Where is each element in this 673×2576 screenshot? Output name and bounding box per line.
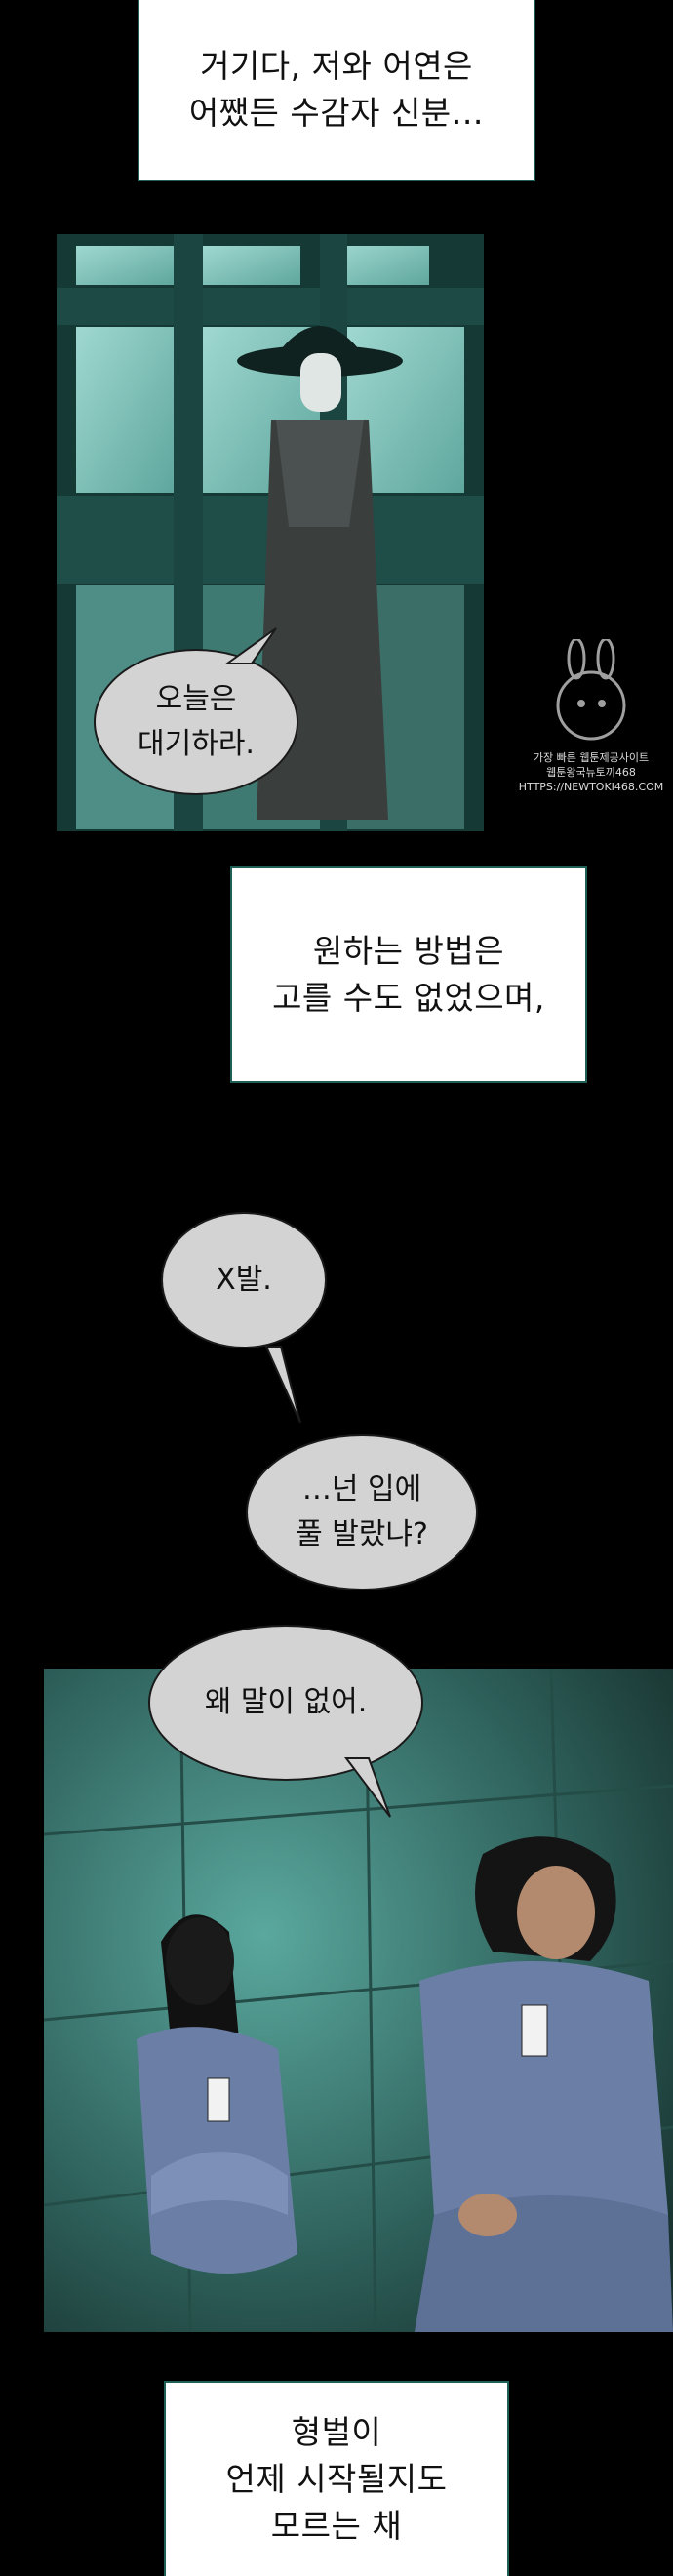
caption-line: 형벌이 xyxy=(291,2413,382,2451)
speech-bubble-why: 왜 말이 없어. xyxy=(148,1625,423,1781)
bubble-connector xyxy=(264,1346,301,1424)
bubble-line: 왜 말이 없어. xyxy=(204,1685,368,1719)
caption-box-bottom: 형벌이 언제 시작될지도 모르는 채 xyxy=(164,2381,509,2576)
caption-line: 언제 시작될지도 xyxy=(225,2460,448,2498)
panel-prison-cell xyxy=(44,1669,673,2332)
caption-line: 어쨌든 수감자 신분… xyxy=(188,94,485,132)
bubble-tail xyxy=(344,1757,391,1818)
watermark-line: 웹툰왕국뉴토끼468 xyxy=(546,766,636,779)
prisoners-illustration xyxy=(44,1669,673,2332)
speech-bubble-glue: …넌 입에 풀 발랐냐? xyxy=(246,1434,478,1590)
rabbit-logo-icon xyxy=(556,637,626,741)
caption-line: 고를 수도 없었으며, xyxy=(272,979,545,1017)
bubble-line: 대기하라. xyxy=(138,727,255,761)
speech-bubble-xbal: X발. xyxy=(161,1212,327,1348)
speech-bubble-guard: 오늘은 대기하라. xyxy=(94,649,298,795)
bubble-tail xyxy=(223,627,277,664)
caption-box-top: 거기다, 저와 어연은 어쨌든 수감자 신분… xyxy=(138,0,535,181)
caption-line: 모르는 채 xyxy=(270,2507,403,2545)
caption-line: 거기다, 저와 어연은 xyxy=(200,47,473,85)
bubble-line: 풀 발랐냐? xyxy=(296,1517,428,1551)
bubble-line: 오늘은 xyxy=(155,682,237,716)
bubble-line: X발. xyxy=(216,1263,272,1297)
caption-box-middle: 원하는 방법은 고를 수도 없었으며, xyxy=(230,866,587,1083)
site-watermark: 가장 빠른 웹툰제공사이트 웹툰왕국뉴토끼468 HTTPS://NEWTOKI… xyxy=(509,637,673,794)
caption-line: 원하는 방법은 xyxy=(312,932,505,970)
watermark-line: HTTPS://NEWTOKI468.COM xyxy=(518,781,664,793)
watermark-line: 가장 빠른 웹툰제공사이트 xyxy=(533,751,650,764)
bubble-line: …넌 입에 xyxy=(301,1472,422,1507)
